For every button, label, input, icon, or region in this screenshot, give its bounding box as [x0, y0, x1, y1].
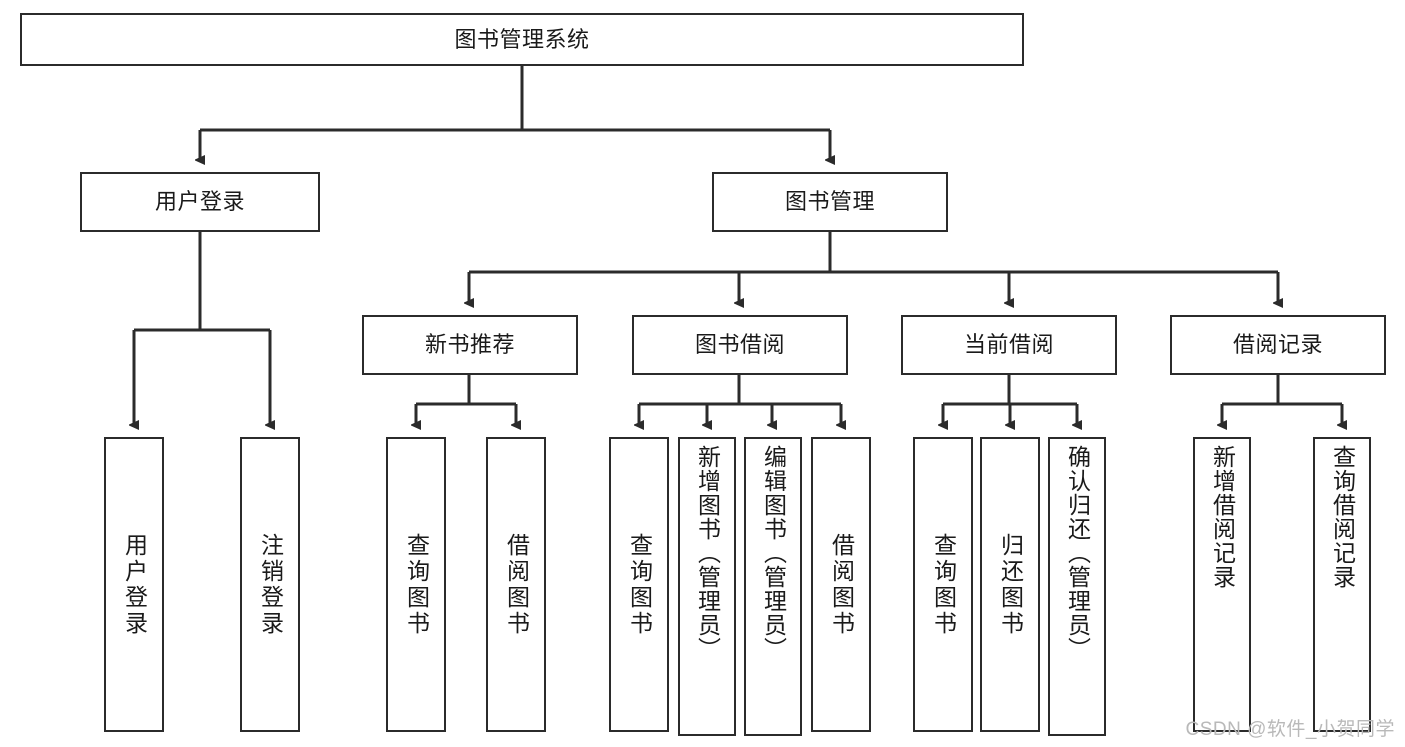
node-label: 借阅图书 [503, 532, 530, 637]
node-book-borrow[interactable]: 图书借阅 [632, 315, 848, 375]
node-query-book-1[interactable]: 查询图书 [386, 437, 446, 732]
node-current-borrow[interactable]: 当前借阅 [901, 315, 1117, 375]
node-label: 编辑图书（管理员） [760, 445, 787, 661]
node-label: 归还图书 [997, 532, 1024, 637]
node-label: 新增图书（管理员） [694, 445, 721, 661]
node-label: 查询借阅记录 [1329, 445, 1356, 589]
watermark-text: CSDN @软件_小贺同学 [1185, 719, 1395, 740]
node-label: 新增借阅记录 [1209, 445, 1236, 589]
node-add-borrow-record[interactable]: 新增借阅记录 [1193, 437, 1251, 732]
node-user-login[interactable]: 用户登录 [80, 172, 320, 232]
node-new-book-recommend[interactable]: 新书推荐 [362, 315, 578, 375]
node-label: 查询图书 [626, 532, 653, 637]
node-label: 用户登录 [154, 189, 245, 215]
node-label: 新书推荐 [424, 332, 515, 358]
node-label: 查询图书 [930, 532, 957, 637]
node-label: 确认归还（管理员） [1064, 445, 1091, 661]
node-book-management[interactable]: 图书管理 [712, 172, 948, 232]
node-borrow-book-1[interactable]: 借阅图书 [486, 437, 546, 732]
node-label: 用户登录 [121, 532, 148, 637]
node-label: 借阅记录 [1232, 332, 1323, 358]
node-user-login-leaf[interactable]: 用户登录 [104, 437, 164, 732]
node-query-book-3[interactable]: 查询图书 [913, 437, 973, 732]
node-confirm-return-admin[interactable]: 确认归还（管理员） [1048, 437, 1106, 736]
node-label: 图书管理系统 [454, 26, 590, 52]
node-system-root[interactable]: 图书管理系统 [20, 13, 1024, 66]
node-label: 图书借阅 [694, 332, 785, 358]
node-return-book[interactable]: 归还图书 [980, 437, 1040, 732]
node-borrow-record[interactable]: 借阅记录 [1170, 315, 1386, 375]
node-query-borrow-record[interactable]: 查询借阅记录 [1313, 437, 1371, 732]
node-edit-book-admin[interactable]: 编辑图书（管理员） [744, 437, 802, 736]
node-label: 借阅图书 [828, 532, 855, 637]
node-borrow-book-2[interactable]: 借阅图书 [811, 437, 871, 732]
node-label: 图书管理 [784, 189, 875, 215]
node-query-book-2[interactable]: 查询图书 [609, 437, 669, 732]
node-label: 查询图书 [403, 532, 430, 637]
node-label: 当前借阅 [963, 332, 1054, 358]
node-label: 注销登录 [257, 532, 284, 637]
node-add-book-admin[interactable]: 新增图书（管理员） [678, 437, 736, 736]
node-logout-leaf[interactable]: 注销登录 [240, 437, 300, 732]
